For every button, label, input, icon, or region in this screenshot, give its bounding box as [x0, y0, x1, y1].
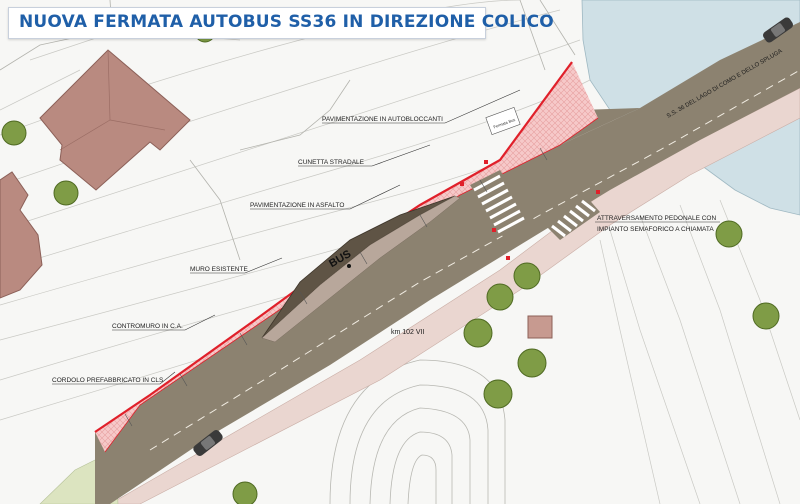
page-title: NUOVA FERMATA AUTOBUS SS36 IN DIREZIONE … — [19, 12, 554, 32]
label-leaders — [52, 89, 720, 385]
bus-island — [261, 195, 461, 343]
label-pavimentazione-autobloccanti: PAVIMENTAZIONE IN AUTOBLOCCANTI — [322, 116, 443, 123]
sidewalk-strip — [109, 87, 800, 504]
bus-stop-sign: Fermata Bus — [485, 107, 521, 135]
car-icon — [193, 430, 223, 456]
lane-markings — [149, 69, 800, 451]
label-muro-esistente: MURO ESISTENTE — [190, 266, 248, 273]
label-cunetta-stradale: CUNETTA STRADALE — [298, 159, 365, 166]
label-attraversamento-2: IMPIANTO SEMAFORICO A CHIAMATA — [597, 226, 714, 233]
dimension-ticks — [124, 147, 548, 427]
traffic-signal-markers — [460, 160, 600, 260]
label-pavimentazione-asfalto: PAVIMENTAZIONE IN ASFALTO — [250, 202, 344, 209]
label-km: km 102 VII — [391, 329, 425, 336]
building-large — [39, 49, 191, 191]
building-small — [527, 315, 553, 339]
zebra-crossing-left — [470, 170, 535, 240]
title-box: NUOVA FERMATA AUTOBUS SS36 IN DIREZIONE … — [8, 7, 554, 39]
label-cordolo: CORDOLO PREFABBRICATO IN CLS — [52, 377, 164, 384]
terrace-rings — [329, 359, 506, 504]
zebra-crossing-right — [545, 195, 600, 240]
label-contromuro: CONTROMURO IN C.A. — [112, 323, 183, 330]
terrain-lines-right — [599, 199, 800, 504]
building-roof-lines — [59, 49, 166, 151]
building-left — [0, 171, 43, 299]
bus-stop-marker — [347, 264, 351, 268]
road-ss36 — [95, 22, 800, 504]
car-icon-top — [763, 17, 793, 43]
label-attraversamento-1: ATTRAVERSAMENTO PEDONALE CON — [597, 215, 716, 222]
